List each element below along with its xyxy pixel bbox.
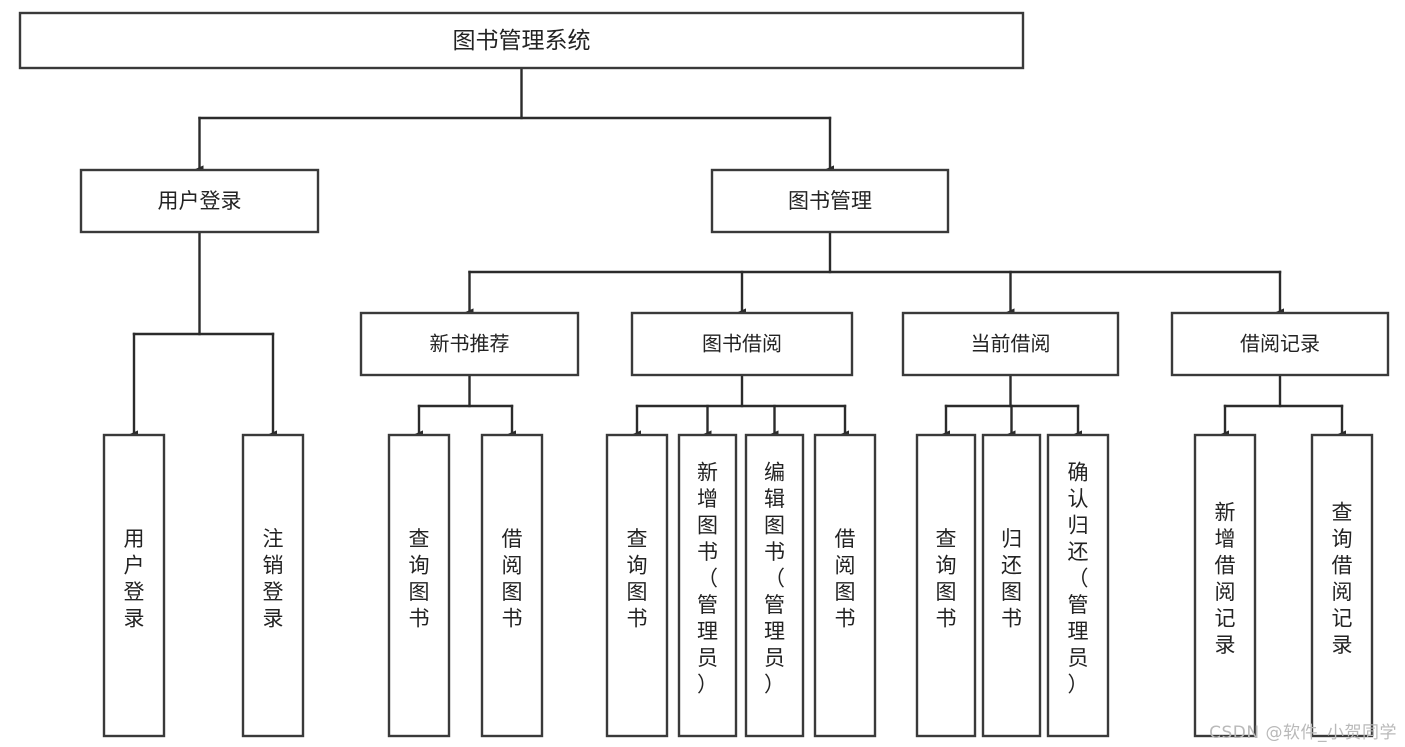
node-label-leaf-query-record: 查询借阅记录 xyxy=(1332,500,1353,657)
node-label-leaf-query-book-3: 查询图书 xyxy=(936,527,957,631)
node-label-current-borrow: 当前借阅 xyxy=(971,332,1051,356)
node-label-leaf-borrow-book-1: 借阅图书 xyxy=(502,527,523,631)
node-box-book-manage[interactable] xyxy=(710,168,950,234)
node-label-leaf-query-book-2: 查询图书 xyxy=(627,527,648,631)
node-label-leaf-edit-book: 编辑图书（管理员） xyxy=(764,461,785,697)
node-box-current-borrow[interactable] xyxy=(901,311,1120,377)
node-box-book-borrow[interactable] xyxy=(630,311,854,377)
node-labels: 图书管理系统用户登录图书管理新书推荐图书借阅当前借阅借阅记录用户登录注销登录查询… xyxy=(124,28,1353,697)
node-box-leaf-confirm-return[interactable] xyxy=(1046,433,1110,738)
node-label-borrow-record: 借阅记录 xyxy=(1240,332,1320,356)
node-box-root[interactable] xyxy=(18,11,1025,70)
node-box-user-login[interactable] xyxy=(79,168,320,234)
node-box-leaf-user-login[interactable] xyxy=(102,433,166,738)
node-label-leaf-add-book: 新增图书（管理员） xyxy=(697,461,718,697)
node-label-leaf-add-record: 新增借阅记录 xyxy=(1215,500,1236,657)
connector-lines xyxy=(129,66,1347,438)
node-label-leaf-return-book: 归还图书 xyxy=(1001,527,1022,631)
node-box-leaf-query-book-2[interactable] xyxy=(605,433,669,738)
node-box-leaf-query-record[interactable] xyxy=(1310,433,1374,738)
node-label-new-book-recommend: 新书推荐 xyxy=(430,332,510,356)
node-box-leaf-edit-book[interactable] xyxy=(744,433,805,738)
node-box-leaf-borrow-book-1[interactable] xyxy=(480,433,544,738)
node-label-leaf-borrow-book-2: 借阅图书 xyxy=(835,527,856,631)
node-label-leaf-user-logout: 注销登录 xyxy=(263,527,284,631)
node-box-leaf-add-book[interactable] xyxy=(677,433,738,738)
node-box-new-book-recommend[interactable] xyxy=(359,311,580,377)
node-label-root: 图书管理系统 xyxy=(453,28,591,54)
node-label-leaf-user-login: 用户登录 xyxy=(124,527,145,631)
node-box-leaf-query-book-3[interactable] xyxy=(915,433,977,738)
node-box-leaf-return-book[interactable] xyxy=(981,433,1042,738)
node-box-borrow-record[interactable] xyxy=(1170,311,1390,377)
node-label-book-manage: 图书管理 xyxy=(788,189,872,213)
node-box-leaf-borrow-book-2[interactable] xyxy=(813,433,877,738)
node-boxes xyxy=(18,11,1390,738)
node-box-leaf-query-book-1[interactable] xyxy=(387,433,451,738)
node-label-leaf-confirm-return: 确认归还（管理员） xyxy=(1068,461,1089,697)
node-label-book-borrow: 图书借阅 xyxy=(702,332,782,356)
csdn-watermark: CSDN @软件_小贺同学 xyxy=(1209,723,1397,743)
node-box-leaf-add-record[interactable] xyxy=(1193,433,1257,738)
node-box-leaf-user-logout[interactable] xyxy=(241,433,305,738)
node-label-user-login: 用户登录 xyxy=(158,189,242,213)
node-label-leaf-query-book-1: 查询图书 xyxy=(409,527,430,631)
